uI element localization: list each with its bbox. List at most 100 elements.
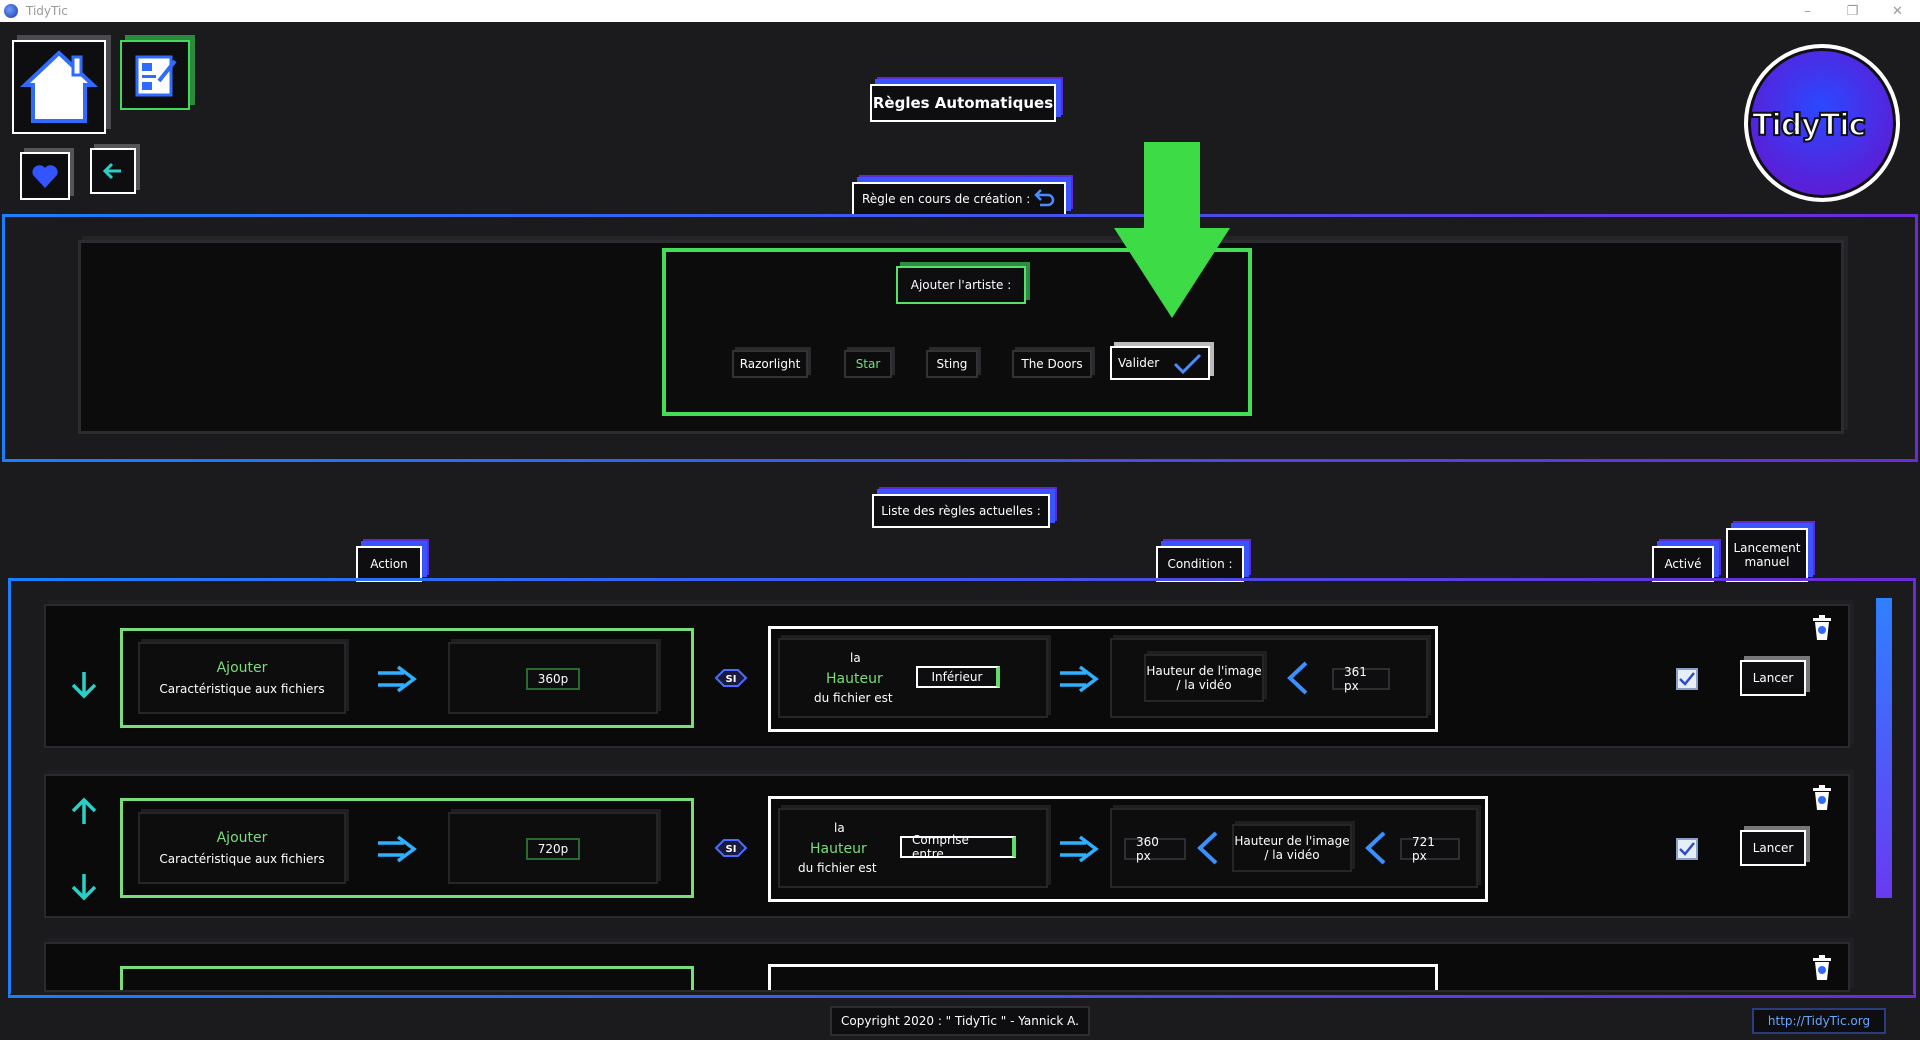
rule-action-type: Ajouter Caractéristique aux fichiers — [138, 812, 346, 884]
checkmark-icon — [1173, 353, 1202, 374]
page-title-text: Règles Automatiques — [872, 94, 1054, 112]
rules-list-label-text: Liste des règles actuelles : — [881, 504, 1041, 518]
si-connector-icon: SI — [714, 839, 748, 857]
footer-copyright-text: Copyright 2020 : " TidyTic " - Yannick A… — [841, 1014, 1079, 1028]
favorites-button[interactable] — [20, 152, 70, 200]
validate-label: Valider — [1118, 356, 1160, 370]
checkmark-icon — [1679, 842, 1695, 856]
tidytic-logo: TidyTic — [1744, 44, 1900, 202]
less-than-icon — [1197, 831, 1218, 865]
si-text: SI — [726, 844, 737, 855]
arrow-right-icon — [378, 835, 417, 863]
column-active-text: Activé — [1664, 557, 1702, 571]
artist-chip-label: Sting — [936, 357, 968, 371]
rule-action-subtitle: Caractéristique aux fichiers — [159, 852, 325, 866]
rules-list-label: Liste des règles actuelles : — [872, 494, 1050, 528]
move-down-icon[interactable] — [68, 870, 100, 902]
column-action: Action — [356, 546, 422, 582]
rule-operator-tag[interactable]: Inférieur — [916, 666, 1000, 688]
footer-link[interactable]: http://TidyTic.org — [1752, 1008, 1886, 1034]
rule-run-label: Lancer — [1752, 671, 1794, 685]
creation-label-text: Règle en cours de création : — [862, 192, 1031, 206]
artist-chip-label: Razorlight — [739, 357, 801, 371]
validate-button[interactable]: Valider — [1110, 346, 1210, 380]
page-title: Règles Automatiques — [870, 84, 1056, 122]
home-button[interactable] — [12, 40, 106, 134]
rule-operator-tag[interactable]: Comprise entre — [900, 833, 1016, 861]
condition-la-text: la — [834, 821, 845, 835]
rule-target-text: Hauteur de l'image / la vidéo — [1146, 664, 1262, 692]
column-manual-launch-text: Lancement manuel — [1733, 541, 1801, 569]
column-manual-launch: Lancement manuel — [1726, 528, 1808, 582]
less-than-icon — [1365, 831, 1386, 865]
trash-icon[interactable] — [1810, 784, 1834, 812]
artist-chip-the-doors[interactable]: The Doors — [1012, 350, 1092, 378]
trash-icon[interactable] — [1810, 954, 1834, 982]
condition-suffix-text: du fichier est — [798, 861, 877, 875]
rule-condition-box-partial — [768, 964, 1438, 990]
condition-la-text: la — [850, 651, 861, 665]
rule-high-text: 721 px — [1412, 835, 1435, 863]
column-action-text: Action — [370, 557, 408, 571]
rule-condition-field: la Hauteur du fichier est — [778, 638, 1048, 718]
rule-value-text: 360p — [537, 672, 569, 686]
trash-icon[interactable] — [1810, 614, 1834, 642]
rule-active-checkbox[interactable] — [1676, 838, 1698, 860]
arrow-right-icon — [1060, 665, 1099, 693]
condition-field-text: Hauteur — [810, 841, 867, 857]
add-artist-prompt-text: Ajouter l'artiste : — [910, 278, 1012, 292]
move-up-icon[interactable] — [68, 796, 100, 828]
column-condition: Condition : — [1156, 546, 1244, 582]
arrow-left-icon — [102, 162, 121, 180]
back-button[interactable] — [90, 148, 136, 194]
artist-selection-highlight — [662, 248, 1252, 416]
rule-operator-text: Comprise entre — [912, 833, 969, 861]
arrow-right-icon — [378, 665, 417, 693]
checkmark-icon — [1679, 672, 1695, 686]
rule-target: Hauteur de l'image / la vidéo — [1232, 824, 1352, 872]
list-bottom-border — [8, 995, 1916, 998]
arrow-right-icon — [1060, 835, 1099, 863]
logo-text: TidyTic — [1751, 107, 1867, 144]
rule-action-type: Ajouter Caractéristique aux fichiers — [138, 642, 346, 714]
add-artist-prompt: Ajouter l'artiste : — [896, 266, 1026, 304]
condition-suffix-text: du fichier est — [814, 691, 893, 705]
home-icon — [19, 50, 99, 123]
rule-high-tag: 721 px — [1400, 835, 1460, 863]
rule-action-title: Ajouter — [216, 830, 268, 846]
rule-action-subtitle: Caractéristique aux fichiers — [159, 682, 325, 696]
rule-active-checkbox[interactable] — [1676, 668, 1698, 690]
rule-action-title: Ajouter — [216, 660, 268, 676]
rule-run-label: Lancer — [1752, 841, 1794, 855]
rule-operator-text: Inférieur — [931, 670, 983, 684]
rule-run-button[interactable]: Lancer — [1740, 660, 1806, 696]
rule-run-button[interactable]: Lancer — [1740, 830, 1806, 866]
condition-field-text: Hauteur — [826, 671, 883, 687]
rule-value-text: 720p — [537, 842, 569, 856]
rule-target-text: Hauteur de l'image / la vidéo — [1234, 834, 1350, 862]
artist-chip-razorlight[interactable]: Razorlight — [732, 350, 808, 378]
rules-scrollbar[interactable] — [1876, 598, 1892, 898]
edit-rules-button[interactable] — [120, 40, 190, 110]
footer-link-text: http://TidyTic.org — [1767, 1014, 1871, 1028]
minimize-button[interactable]: – — [1804, 3, 1811, 19]
si-text: SI — [726, 674, 737, 685]
rule-value-tag: 360p — [526, 668, 580, 690]
window-title: TidyTic — [26, 4, 68, 18]
maximize-button[interactable]: ❐ — [1846, 3, 1859, 19]
artist-chip-label: The Doors — [1021, 357, 1083, 371]
close-button[interactable]: ✕ — [1892, 3, 1903, 19]
creation-label: Règle en cours de création : — [852, 182, 1066, 216]
artist-chip-sting[interactable]: Sting — [926, 350, 978, 378]
rule-low-text: 360 px — [1136, 835, 1159, 863]
undo-icon[interactable] — [1032, 189, 1056, 209]
move-down-icon[interactable] — [68, 668, 100, 700]
si-connector-icon: SI — [714, 669, 748, 687]
edit-document-icon — [135, 55, 177, 97]
column-active: Activé — [1652, 546, 1714, 582]
rule-action-box-partial — [120, 966, 694, 990]
artist-chip-star[interactable]: Star — [844, 350, 892, 378]
rule-target: Hauteur de l'image / la vidéo — [1144, 654, 1264, 702]
footer-copyright: Copyright 2020 : " TidyTic " - Yannick A… — [830, 1006, 1090, 1036]
green-arrow-down-icon — [1114, 142, 1230, 318]
